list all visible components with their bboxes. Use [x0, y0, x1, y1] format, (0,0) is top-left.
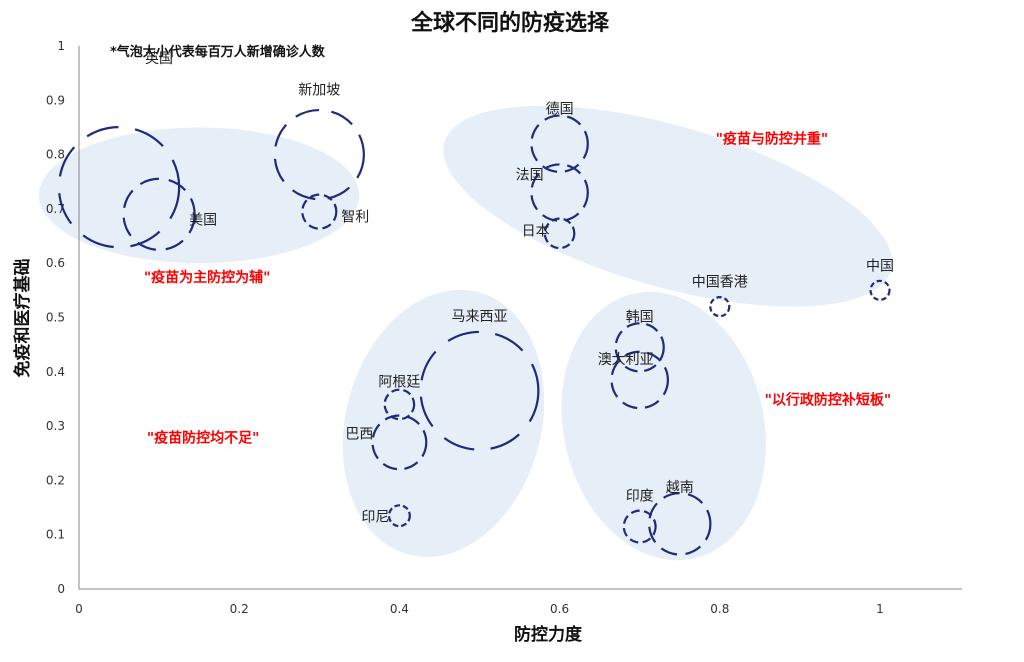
group-region-0: [38, 127, 360, 264]
bubble-label-15: 印度: [626, 489, 654, 505]
y-tick-label: 0.8: [46, 148, 65, 162]
x-tick-label: 0.2: [230, 602, 249, 616]
bubble-9: [419, 330, 540, 451]
bubble-4: [530, 114, 589, 174]
bubble-label-8: 中国: [866, 258, 894, 274]
bubble-0: [57, 125, 181, 249]
y-tick-label: 0.2: [46, 473, 65, 487]
bubble-15: [622, 509, 657, 544]
group-region-2: [342, 289, 545, 557]
x-tick-label: 1: [876, 602, 884, 616]
bubble-5: [530, 163, 589, 222]
bubble-label-1: 美国: [189, 212, 217, 228]
group-region-3: [561, 291, 766, 561]
tick-labels: 0 0.2 0.4 0.6 0.8 1 0 0.1 0.2 0.3 0.4 0.5 0.6 0.7 0.8 0…: [46, 39, 884, 616]
y-tick-label: 0.4: [46, 365, 65, 379]
bubble-label-14: 澳大利亚: [598, 352, 654, 368]
y-tick-label: 0.5: [46, 311, 65, 325]
group-label-0: "疫苗为主防控为辅": [144, 269, 271, 286]
bubbles: [57, 108, 891, 556]
x-axis-title: 防控力度: [514, 624, 583, 645]
bubble-label-3: 智利: [341, 210, 369, 226]
group-label-2: "疫苗防控均不足": [147, 429, 260, 446]
axes: [78, 46, 962, 590]
x-tick-label: 0.6: [550, 602, 569, 616]
bubble-labels: "疫苗为主防控为辅" "疫苗与防控并重" "疫苗防控均不足" "以行政防控补短板" 英国…: [144, 50, 894, 526]
bubble-1: [122, 177, 196, 251]
bubble-label-10: 阿根廷: [378, 374, 420, 390]
y-tick-label: 0.7: [46, 202, 65, 216]
y-tick-label: 0.6: [46, 256, 65, 270]
bubble-label-4: 德国: [546, 102, 574, 118]
x-tick-label: 0.8: [710, 602, 729, 616]
bubble-10: [383, 388, 416, 421]
bubble-3: [301, 193, 338, 230]
y-tick-label: 1: [57, 39, 65, 53]
y-tick-label: 0.9: [46, 93, 65, 107]
bubble-7: [709, 296, 731, 318]
y-tick-label: 0.1: [46, 528, 65, 542]
bubble-label-7: 中国香港: [692, 275, 748, 291]
group-label-1: "疫苗与防控并重": [716, 131, 829, 148]
bubble-label-2: 新加坡: [298, 83, 340, 99]
group-regions: [38, 105, 893, 561]
bubble-label-5: 法国: [516, 168, 544, 184]
x-tick-label: 0.4: [390, 602, 409, 616]
bubble-size-note: *气泡大小代表每百万人新增确诊人数: [110, 44, 326, 60]
bubble-label-9: 马来西亚: [452, 309, 508, 325]
bubble-14: [610, 350, 669, 410]
y-tick-label: 0: [57, 582, 65, 596]
bubble-label-11: 巴西: [345, 426, 373, 442]
bubble-6: [543, 217, 576, 250]
bubble-label-6: 日本: [522, 223, 550, 239]
bubble-label-16: 越南: [666, 480, 694, 496]
bubble-2: [273, 108, 365, 201]
bubble-12: [387, 504, 411, 528]
bubble-13: [614, 322, 665, 373]
bubble-11: [371, 414, 428, 471]
group-label-3: "以行政防控补短板": [765, 391, 892, 408]
bubble-label-12: 印尼: [361, 510, 389, 526]
bubble-8: [869, 279, 891, 301]
chart-title: 全球不同的防疫选择: [410, 10, 610, 36]
y-tick-label: 0.3: [46, 419, 65, 433]
group-region-1: [443, 105, 893, 307]
bubble-label-13: 韩国: [626, 309, 654, 325]
y-axis-title: 免疫和医疗基础: [12, 259, 33, 378]
bubble-label-0: 英国: [145, 50, 173, 67]
bubble-16: [648, 492, 712, 556]
x-tick-label: 0: [75, 602, 83, 616]
